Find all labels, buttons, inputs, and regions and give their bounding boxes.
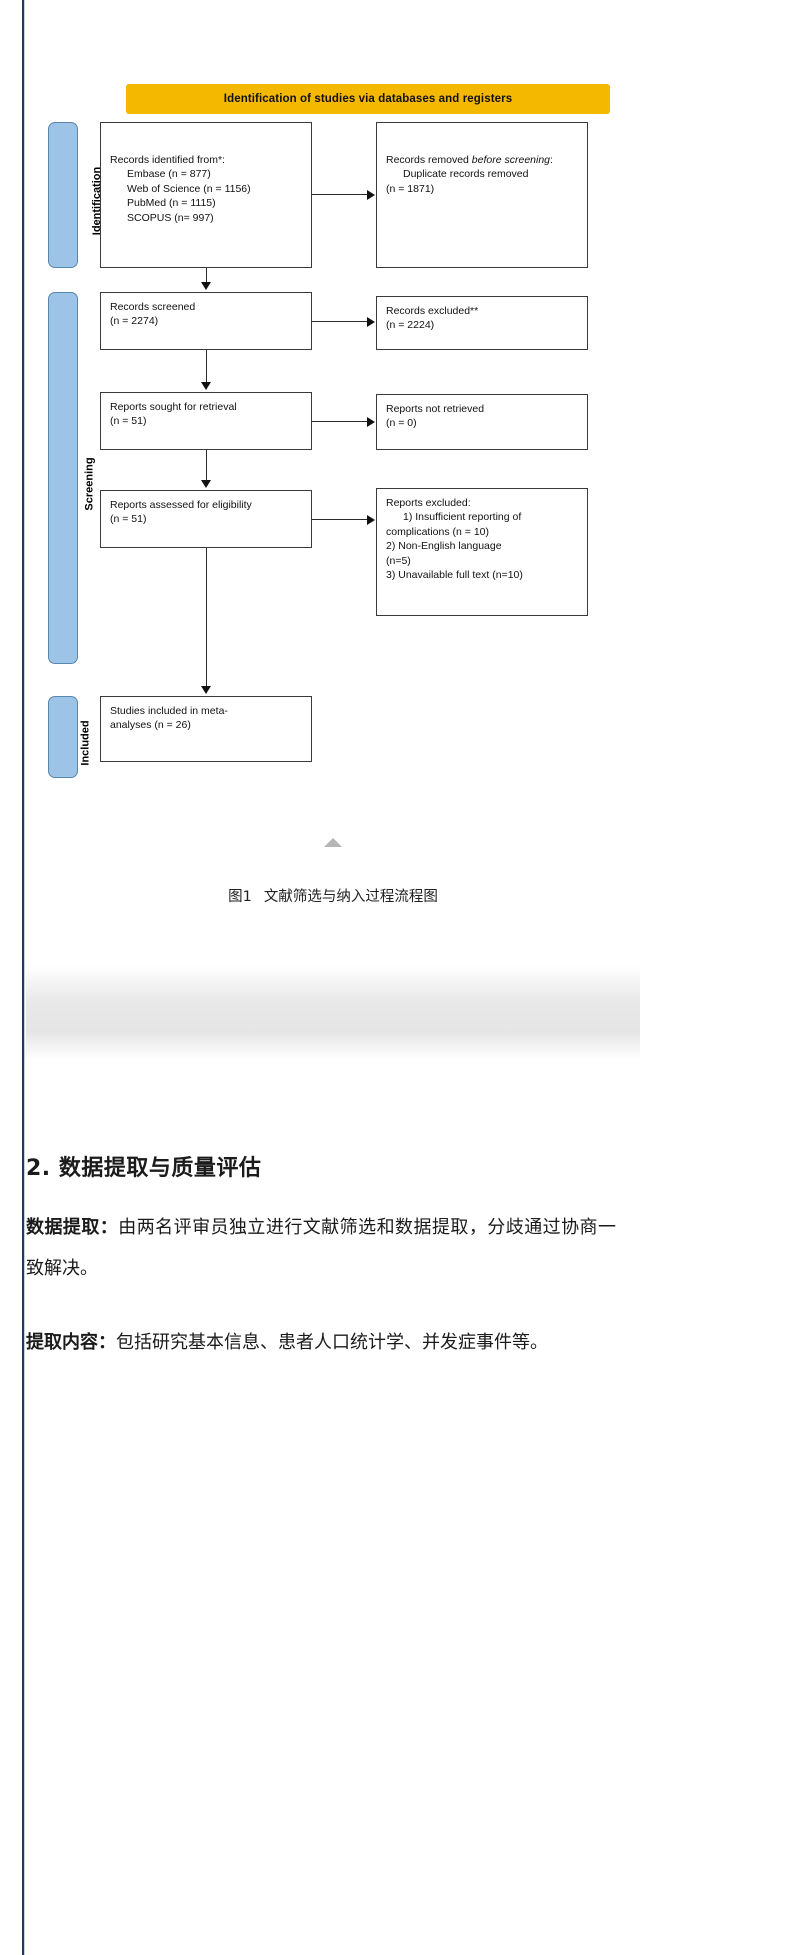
box-records-identified-item-1: Web of Science (n = 1156) <box>127 182 251 195</box>
box-records-identified: Records identified from*: Embase (n = 87… <box>100 122 312 268</box>
paragraph-data-extraction: 数据提取：由两名评审员独立进行文献筛选和数据提取，分歧通过协商一致解决。 <box>26 1208 616 1289</box>
box-reports-excluded-item-2: 2) Non-English language <box>386 540 502 553</box>
connector-sought-to-assessed <box>206 450 208 482</box>
box-records-removed-title-plain: Records removed <box>386 154 472 166</box>
box-records-excluded-title: Records excluded** <box>386 305 479 317</box>
box-reports-sought-title: Reports sought for retrieval <box>110 401 237 413</box>
stage-label-screening: Screening <box>83 457 96 511</box>
box-records-removed-count: (n = 1871) <box>386 182 435 195</box>
stage-pill-identification: Identification <box>48 122 103 268</box>
box-records-screened: Records screened (n = 2274) <box>100 292 312 350</box>
box-studies-included-title: Studies included in meta- <box>110 705 228 717</box>
arrowhead-sought-to-notretrieved <box>367 417 375 427</box>
box-reports-assessed-title: Reports assessed for eligibility <box>110 499 252 511</box>
connector-assessed-to-included <box>206 548 208 688</box>
box-reports-sought-count: (n = 51) <box>110 415 147 428</box>
box-records-removed-title: Records removed before screening: <box>386 153 578 167</box>
box-reports-excluded-item-1: complications (n = 10) <box>386 525 490 538</box>
section-separator-band <box>26 965 640 1060</box>
box-records-identified-item-2: PubMed (n = 1115) <box>127 197 216 210</box>
box-records-removed-item-0: Duplicate records removed <box>403 168 529 181</box>
connector-screened-to-sought <box>206 350 208 384</box>
box-reports-not-retrieved-title: Reports not retrieved <box>386 403 485 415</box>
figure-caption-text: 文献筛选与纳入过程流程图 <box>263 889 438 905</box>
figure-caption-label: 图1 <box>228 889 252 905</box>
box-records-identified-title: Records identified from*: <box>110 154 225 166</box>
box-records-excluded: Records excluded** (n = 2224) <box>376 296 588 350</box>
arrowhead-screened-to-sought <box>201 382 211 390</box>
paragraph-lead-1: 提取内容： <box>26 1332 116 1353</box>
box-studies-included: Studies included in meta- analyses (n = … <box>100 696 312 762</box>
article-body: 2. 数据提取与质量评估 数据提取：由两名评审员独立进行文献筛选和数据提取，分歧… <box>26 1150 616 1398</box>
paragraph-extracted-content: 提取内容：包括研究基本信息、患者人口统计学、并发症事件等。 <box>26 1323 616 1364</box>
connector-identified-to-removed <box>312 194 368 196</box>
arrowhead-identified-to-screened <box>201 282 211 290</box>
box-reports-excluded-item-3: (n=5) <box>386 554 411 567</box>
box-records-identified-item-3: SCOPUS (n= 997) <box>127 211 214 224</box>
box-reports-assessed-count: (n = 51) <box>110 513 147 526</box>
box-reports-excluded: Reports excluded: 1) Insufficient report… <box>376 488 588 616</box>
page-left-rail-shadow <box>24 0 25 1955</box>
arrowhead-screened-to-excluded <box>367 317 375 327</box>
box-records-removed: Records removed before screening: Duplic… <box>376 122 588 268</box>
collapse-figure-button[interactable] <box>26 838 640 847</box>
prisma-banner: Identification of studies via databases … <box>126 84 610 114</box>
stage-pill-screening: Screening <box>48 292 95 664</box>
paragraph-text-1: 包括研究基本信息、患者人口统计学、并发症事件等。 <box>116 1332 548 1353</box>
box-reports-excluded-title: Reports excluded: <box>386 497 471 509</box>
connector-sought-to-notretrieved <box>312 421 368 423</box>
section-heading: 2. 数据提取与质量评估 <box>26 1156 262 1181</box>
box-reports-excluded-item-0: 1) Insufficient reporting of <box>403 511 522 524</box>
connector-identified-to-screened <box>206 268 208 284</box>
box-reports-not-retrieved: Reports not retrieved (n = 0) <box>376 394 588 450</box>
stage-label-included: Included <box>79 720 92 766</box>
paragraph-text-0: 由两名评审员独立进行文献筛选和数据提取，分歧通过协商一致解决。 <box>26 1217 617 1279</box>
caret-up-icon <box>324 838 342 847</box>
box-reports-sought: Reports sought for retrieval (n = 51) <box>100 392 312 450</box>
box-reports-not-retrieved-count: (n = 0) <box>386 417 417 430</box>
arrowhead-sought-to-assessed <box>201 480 211 488</box>
box-records-identified-item-0: Embase (n = 877) <box>127 168 211 181</box>
arrowhead-assessed-to-reportsexcluded <box>367 515 375 525</box>
paragraph-lead-0: 数据提取： <box>26 1217 119 1238</box>
prisma-figure[interactable]: Identification of studies via databases … <box>26 0 640 1010</box>
box-reports-assessed: Reports assessed for eligibility (n = 51… <box>100 490 312 548</box>
connector-assessed-to-reportsexcluded <box>312 519 368 521</box>
figure-caption: 图1 文献筛选与纳入过程流程图 <box>26 885 640 906</box>
page-left-rail <box>22 0 24 1955</box>
box-records-screened-title: Records screened <box>110 301 196 313</box>
connector-screened-to-excluded <box>312 321 368 323</box>
box-reports-excluded-item-4: 3) Unavailable full text (n=10) <box>386 569 523 582</box>
box-records-excluded-count: (n = 2224) <box>386 319 435 332</box>
box-records-removed-title-tail: : <box>550 154 553 166</box>
prisma-flow-diagram: Identification of studies via databases … <box>26 60 640 778</box>
stage-pill-included: Included <box>48 696 91 778</box>
arrowhead-assessed-to-included <box>201 686 211 694</box>
arrowhead-identified-to-removed <box>367 190 375 200</box>
box-records-screened-count: (n = 2274) <box>110 315 159 328</box>
box-studies-included-line2: analyses (n = 26) <box>110 719 191 732</box>
box-records-removed-title-italic: before screening <box>471 154 551 166</box>
